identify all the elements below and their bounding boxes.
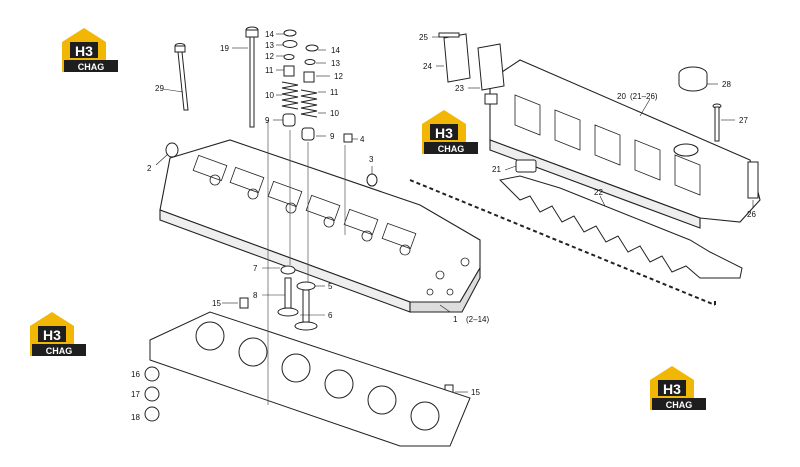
callout-2: 2 — [147, 164, 152, 173]
callout-9-left: 9 — [265, 116, 270, 125]
callout-29: 29 — [155, 84, 164, 93]
callout-12-left: 12 — [265, 52, 274, 61]
breather-bracket — [438, 32, 505, 105]
callout-11-right: 11 — [330, 88, 339, 97]
callout-13-left: 13 — [265, 41, 274, 50]
callout-20-range: (21–26) — [630, 92, 658, 101]
leader-lines — [155, 33, 754, 393]
callout-18: 18 — [131, 413, 140, 422]
cover-gasket — [498, 175, 743, 279]
sleeve — [343, 133, 353, 143]
callout-17: 17 — [131, 390, 140, 399]
valves — [239, 265, 454, 396]
callout-28: 28 — [722, 80, 731, 89]
callout-25: 25 — [419, 33, 428, 42]
callout-27: 27 — [739, 116, 748, 125]
callout-12-right: 12 — [334, 72, 343, 81]
logo-text: CHAG — [438, 144, 465, 154]
rocker-cover — [489, 59, 761, 229]
callout-10-right: 10 — [330, 109, 339, 118]
callout-6: 6 — [328, 311, 333, 320]
assembly-guide-lines — [409, 179, 716, 306]
logo-mark: H3 — [435, 125, 453, 141]
callout-22: 22 — [594, 188, 603, 197]
callout-21: 21 — [492, 165, 501, 174]
callout-23: 23 — [455, 84, 464, 93]
logo-text: CHAG — [78, 62, 105, 72]
logo-text: CHAG — [666, 400, 693, 410]
logo-text: CHAG — [46, 346, 73, 356]
callout-19: 19 — [220, 44, 229, 53]
logo-mark: H3 — [43, 327, 61, 343]
callout-24: 24 — [423, 62, 432, 71]
grommet — [515, 159, 537, 173]
callout-8: 8 — [253, 291, 258, 300]
callout-3: 3 — [369, 155, 374, 164]
callout-13-right: 13 — [331, 59, 340, 68]
callout-4: 4 — [360, 135, 365, 144]
callout-16: 16 — [131, 370, 140, 379]
callout-14-left: 14 — [265, 30, 274, 39]
callout-11-left: 11 — [265, 66, 274, 75]
callout-1-range: (2–14) — [466, 315, 489, 324]
long-bolt — [174, 43, 189, 111]
head-gasket — [149, 311, 471, 447]
callout-10-left: 10 — [265, 91, 274, 100]
cover-bolt — [712, 103, 722, 142]
gasket-thickness-marks — [144, 366, 160, 422]
side-bracket — [747, 161, 759, 199]
plug — [366, 173, 378, 187]
callout-15-bottom: 15 — [471, 388, 480, 397]
brand-logo-2: H3 CHAG — [422, 110, 478, 154]
logo-mark: H3 — [663, 381, 681, 397]
oil-filler-cap — [678, 66, 708, 92]
callout-1: 1 — [453, 315, 458, 324]
callout-14-right: 14 — [331, 46, 340, 55]
thin-guide-lines — [267, 120, 346, 405]
sealing-cap — [165, 142, 179, 158]
callout-26: 26 — [747, 210, 756, 219]
brand-logo-4: H3 CHAG — [650, 366, 706, 410]
callout-9-right: 9 — [330, 132, 335, 141]
brand-logo-3: H3 CHAG — [30, 312, 86, 356]
callout-20: 20 — [617, 92, 626, 101]
logo-mark: H3 — [75, 43, 93, 59]
brand-logo-1: H3 CHAG — [62, 28, 118, 72]
callout-5: 5 — [328, 282, 333, 291]
callout-15-top: 15 — [212, 299, 221, 308]
callout-7: 7 — [253, 264, 258, 273]
callout-labels: 29 2 19 14 13 12 11 10 9 14 13 12 11 10 … — [131, 30, 756, 422]
cylinder-head — [159, 139, 481, 313]
valve-train-right — [300, 44, 319, 141]
